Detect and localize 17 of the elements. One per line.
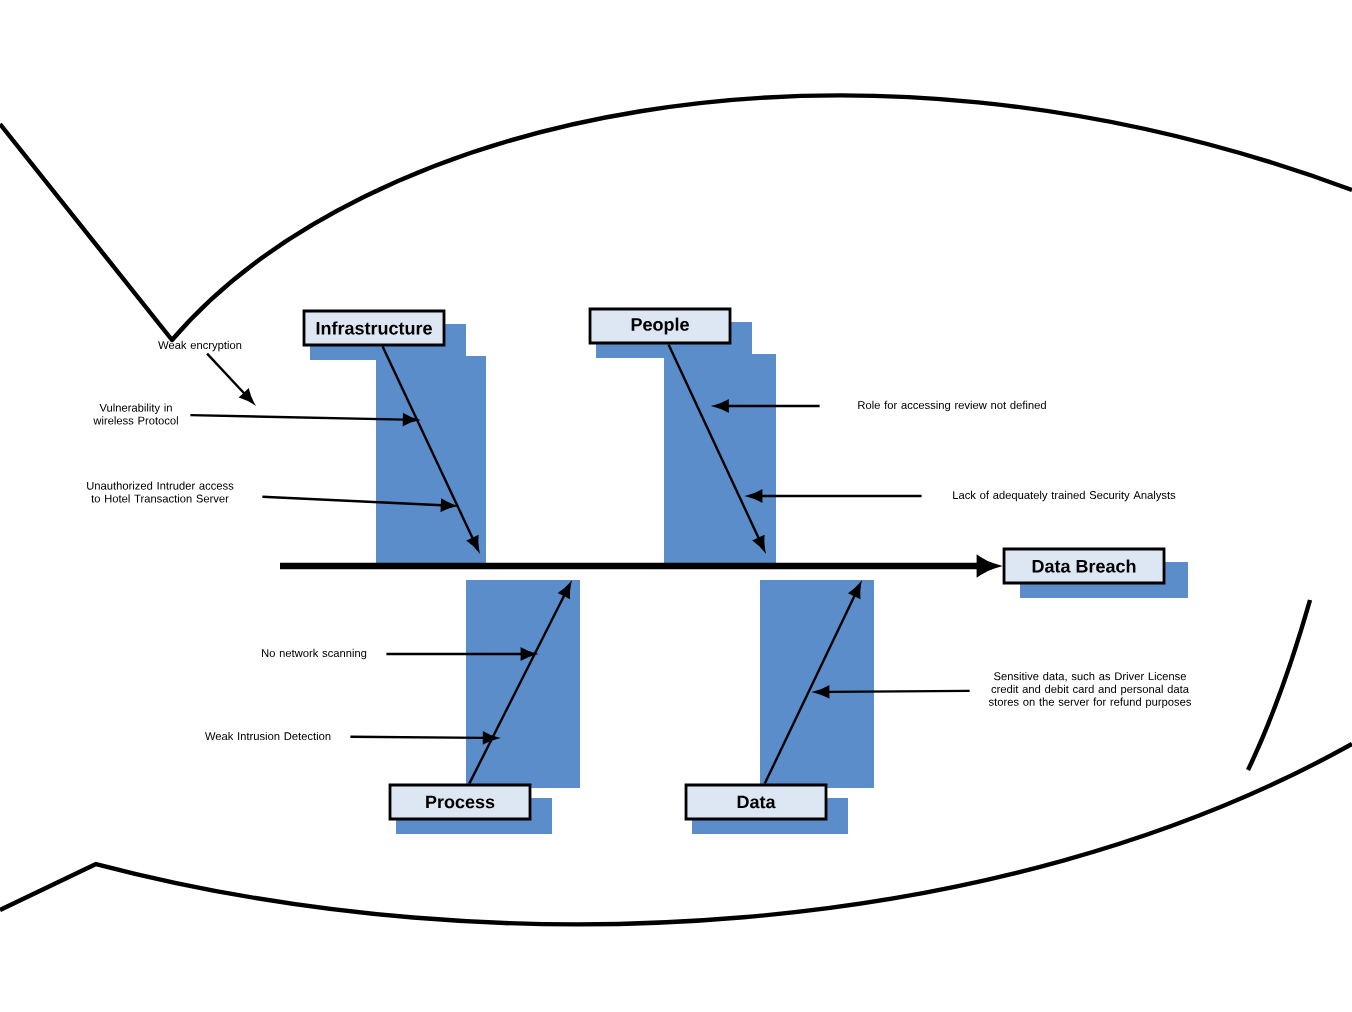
arrow <box>206 352 254 404</box>
category-box: People <box>588 307 732 345</box>
arrow <box>763 583 862 785</box>
category-box: Data Breach <box>1002 547 1166 585</box>
arrow <box>280 556 997 576</box>
arrow <box>190 413 418 426</box>
arrow <box>748 489 922 503</box>
arrow <box>381 345 480 551</box>
arrow <box>714 399 820 413</box>
arrow <box>386 647 536 661</box>
category-box: Infrastructure <box>302 309 446 347</box>
category-box: Data <box>684 783 828 821</box>
arrow <box>262 495 456 512</box>
arrow <box>350 731 498 744</box>
arrow <box>815 685 970 698</box>
arrow <box>667 343 766 551</box>
category-box: Process <box>388 783 532 821</box>
